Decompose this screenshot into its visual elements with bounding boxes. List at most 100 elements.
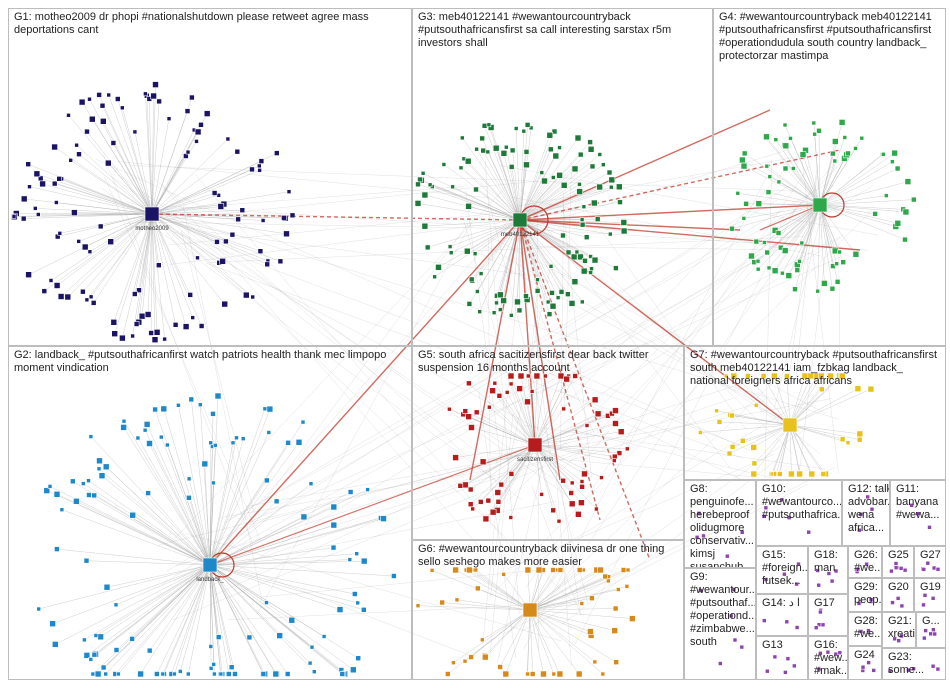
edge-g7 bbox=[753, 424, 791, 475]
node-g6 bbox=[540, 670, 547, 678]
node-g2 bbox=[83, 557, 90, 564]
edge-g7 bbox=[789, 424, 792, 475]
node-g9 bbox=[731, 587, 737, 593]
node-g2 bbox=[201, 460, 209, 468]
node-g1 bbox=[41, 288, 48, 294]
node-g7 bbox=[845, 440, 851, 446]
node-g2 bbox=[59, 507, 65, 513]
node-g9 bbox=[698, 588, 703, 593]
edge-g4 bbox=[765, 137, 821, 206]
node-g5 bbox=[533, 372, 541, 380]
node-g2 bbox=[214, 392, 222, 400]
hub-label-g3: meb40122141 bbox=[501, 232, 540, 238]
node-g18 bbox=[815, 568, 820, 573]
node-g5 bbox=[594, 410, 602, 418]
edge-g4 bbox=[768, 191, 821, 206]
group-panel-g15: G15: #foreign... futsek... bbox=[756, 546, 808, 594]
edge-g6 bbox=[529, 569, 601, 611]
node-g2 bbox=[100, 664, 107, 671]
node-g4 bbox=[840, 259, 847, 266]
edge-g5 bbox=[470, 444, 536, 490]
node-g3 bbox=[508, 313, 514, 318]
node-g1 bbox=[153, 328, 161, 336]
node-g13 bbox=[785, 656, 791, 662]
node-g6 bbox=[452, 566, 459, 574]
edge-g4 bbox=[785, 204, 821, 251]
node-g3 bbox=[565, 249, 572, 256]
edge-g3 bbox=[519, 154, 600, 221]
node-g5 bbox=[466, 380, 472, 387]
edge-g4 bbox=[790, 138, 821, 206]
edge-g5 bbox=[497, 444, 536, 511]
node-g2 bbox=[300, 513, 308, 521]
hub-label-g2: landback_ bbox=[196, 577, 224, 583]
node-g9 bbox=[717, 661, 723, 666]
node-g6 bbox=[557, 567, 564, 573]
edge-g7 bbox=[719, 421, 791, 426]
edge-g3 bbox=[424, 194, 521, 221]
node-g2 bbox=[186, 476, 192, 482]
node-g4 bbox=[872, 211, 878, 217]
edge-g4 bbox=[751, 204, 821, 257]
edge-g4 bbox=[819, 199, 914, 206]
node-g3 bbox=[596, 183, 603, 191]
edge-g6 bbox=[529, 603, 582, 611]
edge-g7 bbox=[700, 424, 791, 433]
edge-g3 bbox=[519, 219, 553, 293]
node-g3 bbox=[576, 188, 583, 195]
group-panel-g29: G29: peop... bbox=[848, 578, 882, 612]
edge-g6 bbox=[529, 569, 580, 611]
node-g5 bbox=[492, 380, 498, 386]
edge-g4 bbox=[819, 204, 876, 215]
inter-group-edge bbox=[206, 262, 744, 459]
node-g4 bbox=[880, 152, 886, 157]
edge-g2 bbox=[209, 409, 271, 566]
group-label-g22: G... bbox=[922, 615, 940, 627]
node-g3 bbox=[608, 176, 616, 184]
node-g4 bbox=[816, 128, 822, 134]
edge-g5 bbox=[534, 375, 576, 446]
node-g3 bbox=[558, 289, 565, 295]
group-label-g17: G17 bbox=[814, 597, 835, 609]
edge-g2 bbox=[209, 442, 234, 566]
inter-group-edge bbox=[787, 165, 818, 386]
edge-g3 bbox=[519, 131, 555, 221]
node-g2 bbox=[91, 492, 97, 499]
node-g5 bbox=[457, 482, 464, 489]
inter-group-edge bbox=[475, 251, 736, 393]
edge-g3 bbox=[519, 219, 576, 282]
edge-g4 bbox=[819, 161, 893, 206]
edge-g1 bbox=[76, 145, 153, 215]
edge-g3 bbox=[519, 219, 587, 238]
node-g1 bbox=[120, 105, 125, 111]
node-g3 bbox=[528, 125, 534, 131]
node-g2 bbox=[347, 489, 354, 495]
node-g8 bbox=[724, 553, 730, 559]
strong-edge bbox=[759, 204, 821, 231]
node-g3 bbox=[589, 266, 594, 272]
edge-g1 bbox=[98, 94, 153, 215]
edge-g4 bbox=[819, 204, 838, 282]
edge-g7 bbox=[789, 375, 812, 426]
edge-g1 bbox=[113, 213, 153, 323]
node-g2 bbox=[51, 641, 59, 648]
edge-g2 bbox=[209, 442, 300, 566]
edge-g3 bbox=[450, 219, 521, 247]
group-panel-g13: G13 bbox=[756, 636, 808, 680]
edge-g2 bbox=[147, 492, 211, 566]
node-g27 bbox=[935, 566, 941, 572]
node-g7 bbox=[838, 372, 846, 380]
node-g5 bbox=[477, 499, 484, 505]
node-g1 bbox=[156, 98, 162, 105]
edge-g3 bbox=[463, 158, 521, 221]
inter-group-edge bbox=[173, 249, 776, 582]
node-g2 bbox=[263, 477, 270, 484]
group-label-g24: G24 bbox=[854, 649, 875, 661]
node-g19 bbox=[930, 595, 936, 601]
node-g1 bbox=[119, 334, 126, 342]
node-g2 bbox=[355, 600, 361, 606]
node-g1 bbox=[250, 294, 255, 300]
node-g3 bbox=[608, 184, 614, 190]
node-g2 bbox=[208, 644, 214, 649]
node-g10 bbox=[761, 514, 767, 519]
